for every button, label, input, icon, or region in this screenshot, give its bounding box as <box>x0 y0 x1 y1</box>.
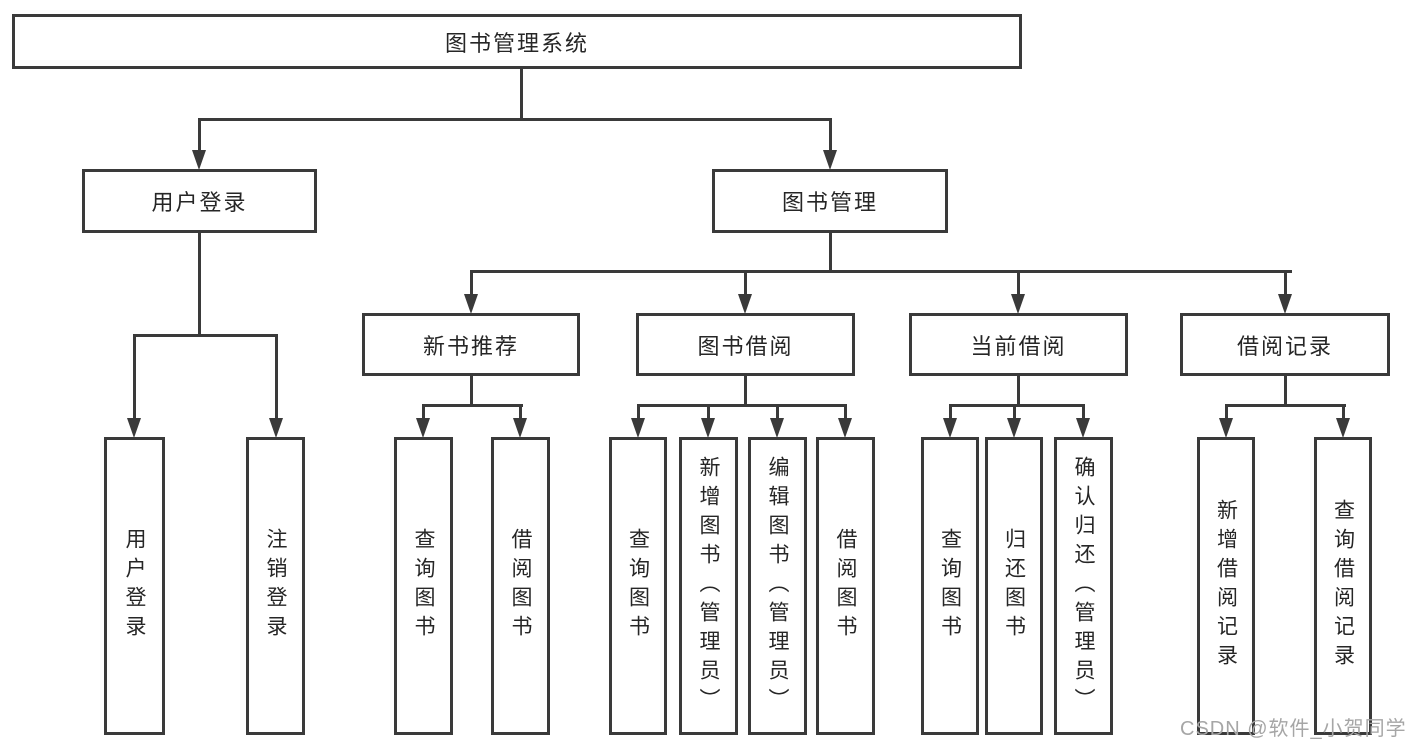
node-borrowing-records: 借阅记录 <box>1180 313 1390 376</box>
leaf-query-borrow-record: 查询借阅记录 <box>1314 437 1372 735</box>
leaf-confirm-return-admin: 确认归还（管理员） <box>1054 437 1113 735</box>
connector-borrowing-branch <box>637 404 847 407</box>
node-current-borrowing: 当前借阅 <box>909 313 1128 376</box>
connector-drop-add-record <box>1225 404 1228 420</box>
connector-drop-book-management <box>829 118 832 152</box>
arrowhead-edit-book <box>770 418 784 438</box>
leaf-borrow-books: 借阅图书 <box>816 437 875 735</box>
connector-borrowing-stem <box>744 376 747 407</box>
arrowhead-new-book-recommend <box>464 294 478 314</box>
node-new-book-recommend: 新书推荐 <box>362 313 580 376</box>
connector-records-stem <box>1284 376 1287 407</box>
leaf-add-book-admin: 新增图书（管理员） <box>679 437 738 735</box>
connector-root-branch <box>198 118 832 121</box>
arrowhead-user-login <box>192 150 206 170</box>
connector-drop-book-borrowing <box>744 270 747 296</box>
node-book-management: 图书管理 <box>712 169 948 233</box>
leaf-user-login: 用户登录 <box>104 437 165 735</box>
connector-drop-borrow-books-recommend <box>519 404 522 420</box>
connector-drop-edit-book <box>776 404 779 420</box>
arrowhead-borrow-books-recommend <box>513 418 527 438</box>
connector-recommend-branch <box>422 404 523 407</box>
arrowhead-query-record <box>1336 418 1350 438</box>
connector-drop-new-book-recommend <box>470 270 473 296</box>
arrowhead-book-borrowing <box>738 294 752 314</box>
arrowhead-add-book <box>701 418 715 438</box>
connector-drop-confirm-return <box>1082 404 1085 420</box>
connector-drop-user-login <box>198 118 201 152</box>
connector-records-branch <box>1225 404 1346 407</box>
connector-book-management-stem <box>829 233 832 273</box>
connector-drop-add-book <box>707 404 710 420</box>
connector-drop-leaf-user-login <box>133 334 136 420</box>
connector-current-stem <box>1017 376 1020 407</box>
node-book-borrowing: 图书借阅 <box>636 313 855 376</box>
leaf-query-books-borrowing: 查询图书 <box>609 437 667 735</box>
connector-drop-query-books-current <box>949 404 952 420</box>
arrowhead-borrowing-records <box>1278 294 1292 314</box>
connector-drop-query-books-borrowing <box>637 404 640 420</box>
arrowhead-add-record <box>1219 418 1233 438</box>
connector-drop-current-borrowing <box>1017 270 1020 296</box>
arrowhead-current-borrowing <box>1011 294 1025 314</box>
arrowhead-return-book <box>1007 418 1021 438</box>
connector-user-login-branch <box>133 334 278 337</box>
arrowhead-leaf-logout <box>269 418 283 438</box>
connector-drop-borrow-books <box>844 404 847 420</box>
watermark-text: CSDN @软件_小贺同学 <box>1180 718 1405 740</box>
leaf-edit-book-admin: 编辑图书（管理员） <box>748 437 807 735</box>
leaf-add-borrow-record: 新增借阅记录 <box>1197 437 1255 735</box>
leaf-query-books-current: 查询图书 <box>921 437 979 735</box>
connector-root-stem <box>520 69 523 120</box>
leaf-logout: 注销登录 <box>246 437 305 735</box>
connector-drop-borrowing-records <box>1284 270 1287 296</box>
arrowhead-query-books-borrowing <box>631 418 645 438</box>
leaf-query-books-recommend: 查询图书 <box>394 437 453 735</box>
arrowhead-query-books-recommend <box>416 418 430 438</box>
connector-recommend-stem <box>470 376 473 407</box>
node-user-login: 用户登录 <box>82 169 317 233</box>
leaf-borrow-books-recommend: 借阅图书 <box>491 437 550 735</box>
connector-current-branch <box>949 404 1085 407</box>
node-library-system: 图书管理系统 <box>12 14 1022 69</box>
connector-drop-leaf-logout <box>275 334 278 420</box>
arrowhead-leaf-user-login <box>127 418 141 438</box>
connector-drop-query-books-recommend <box>422 404 425 420</box>
connector-drop-query-record <box>1342 404 1345 420</box>
arrowhead-query-books-current <box>943 418 957 438</box>
connector-book-management-branch <box>470 270 1292 273</box>
arrowhead-confirm-return <box>1076 418 1090 438</box>
arrowhead-book-management <box>823 150 837 170</box>
connector-drop-return-book <box>1013 404 1016 420</box>
leaf-return-book: 归还图书 <box>985 437 1043 735</box>
connector-user-login-stem <box>198 233 201 336</box>
arrowhead-borrow-books <box>838 418 852 438</box>
